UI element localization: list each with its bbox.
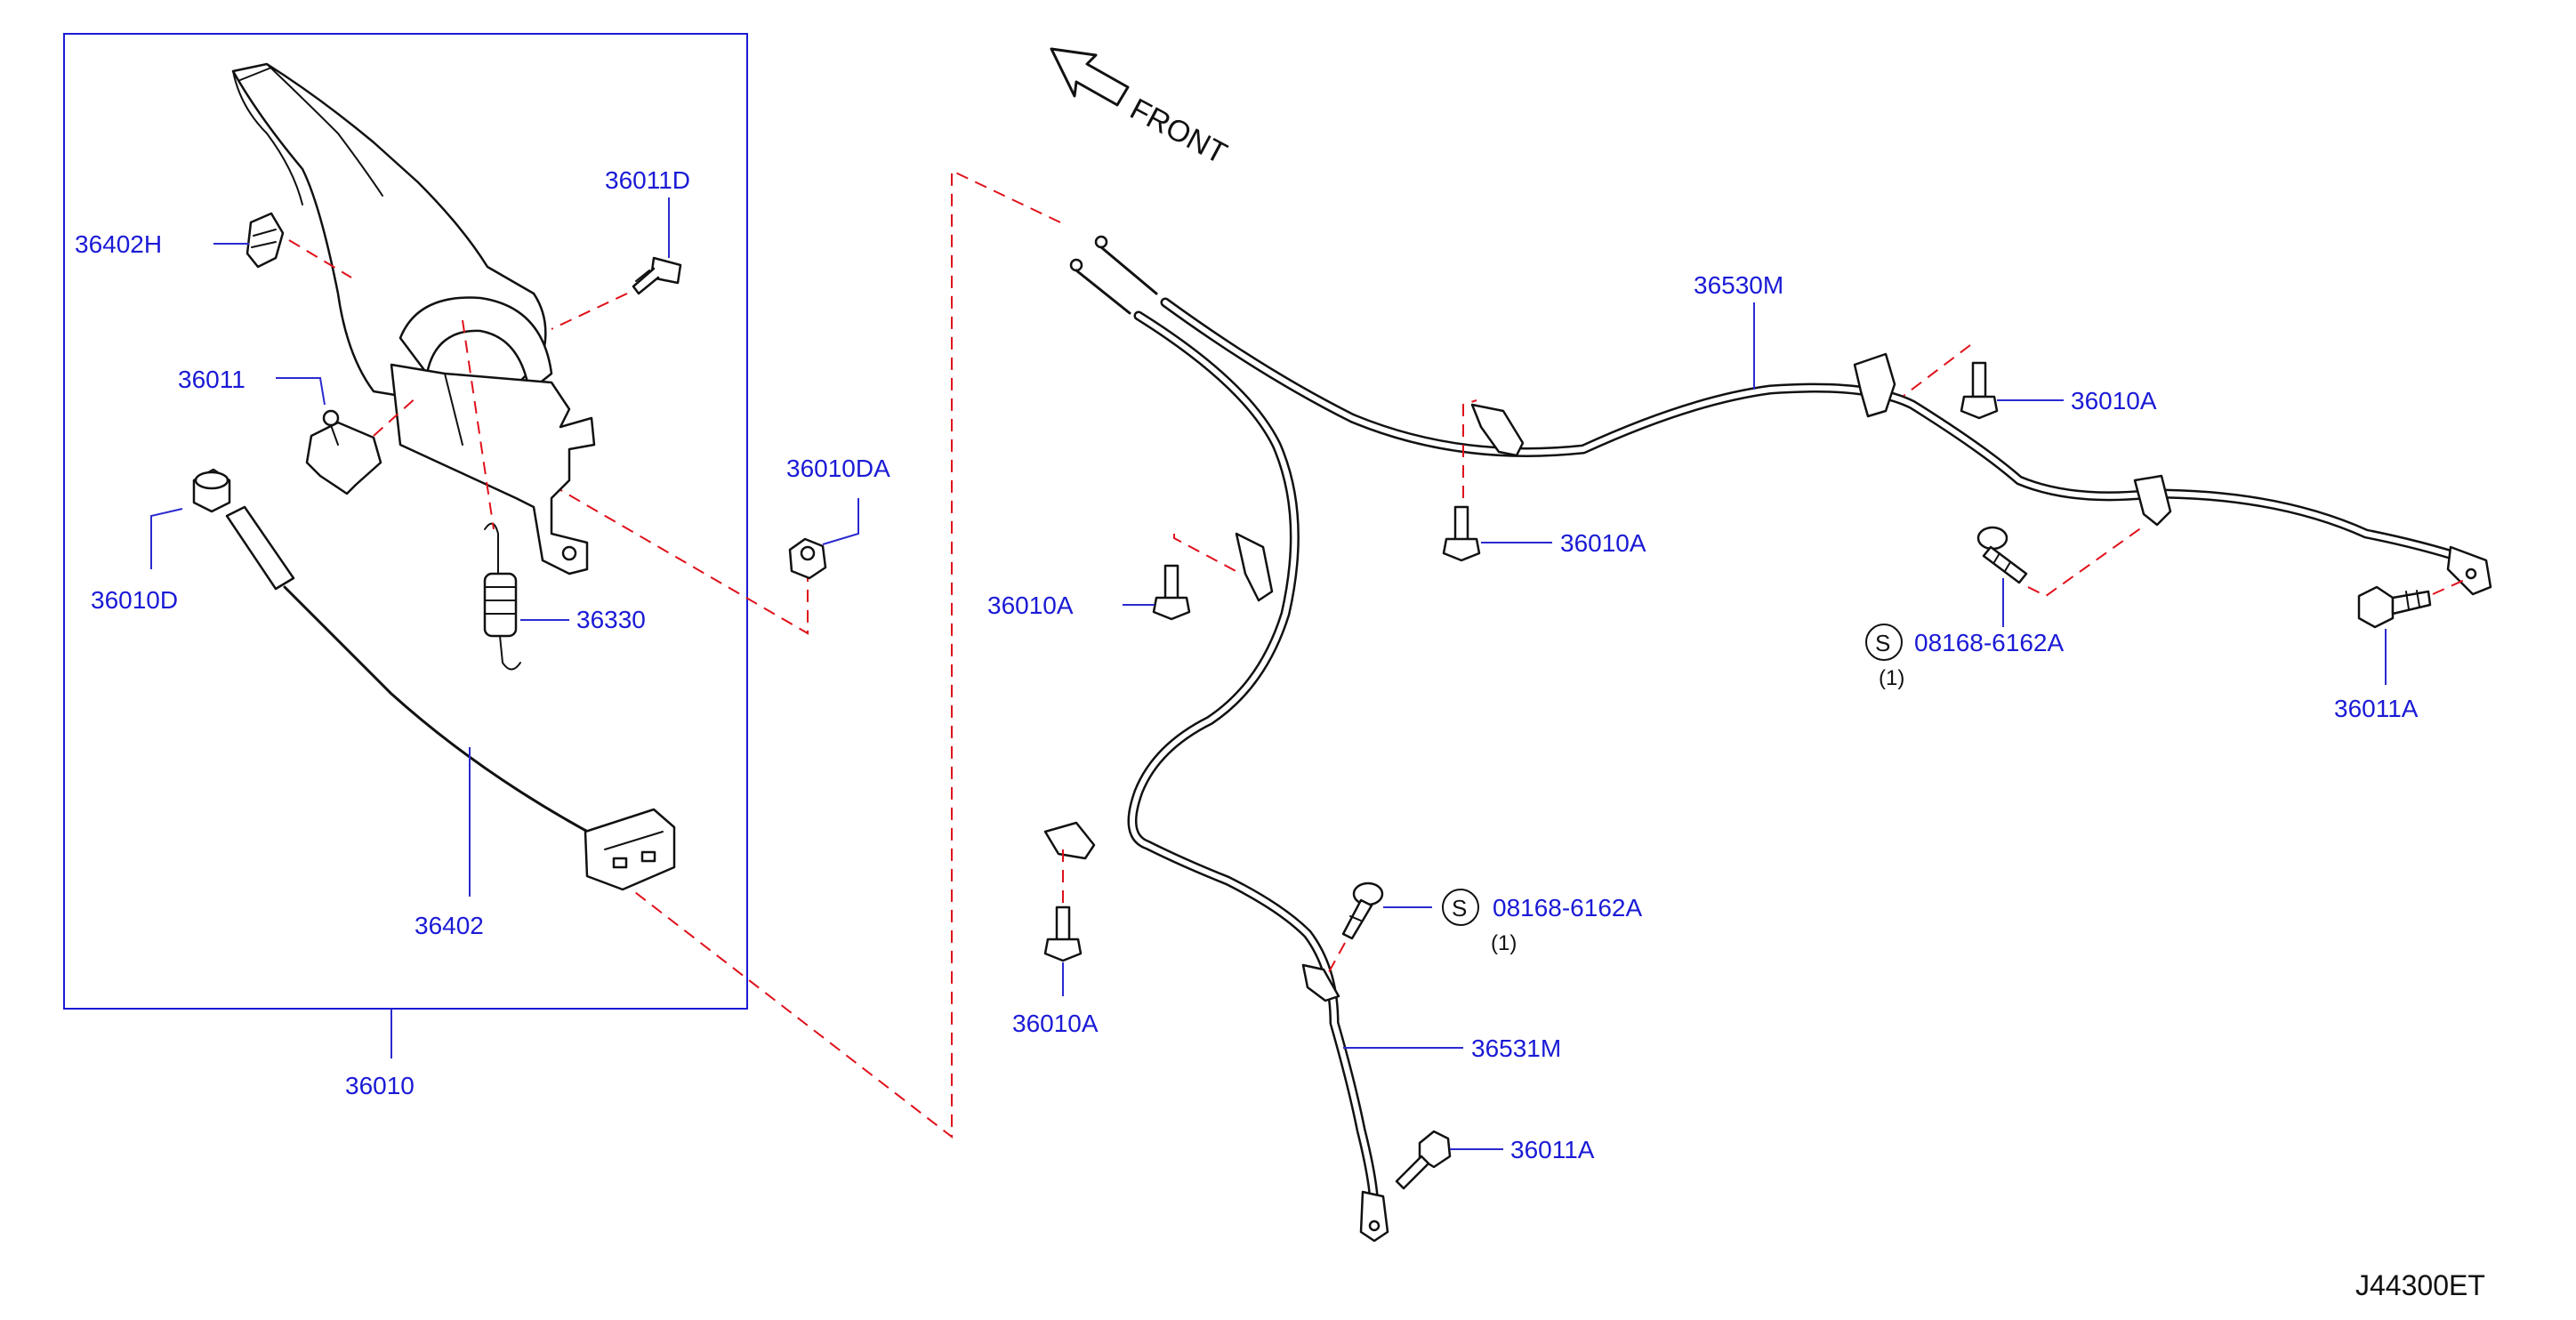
bolt-36010A-center [1442,505,1481,562]
cable-36530M [1160,297,2492,596]
part-label-36530M[interactable]: 36530M [1694,271,1783,299]
screw-08168-right [1976,526,2028,584]
part-label-36010DA[interactable]: 36010DA [786,455,890,482]
part-label-36011A-2[interactable]: 36011A [1510,1136,1595,1163]
front-arrow-icon [1050,47,1130,107]
switch-36402H [246,212,285,269]
part-label-36011D[interactable]: 36011D [605,166,690,194]
assembly-group-frame [63,33,748,1010]
symbol-s-1: S [1875,630,1890,656]
front-label: FRONT [1124,93,1232,172]
part-label-36010A-3[interactable]: 36010A [987,592,1074,619]
nut-36010DA [788,537,827,580]
bolt-36011A-right [2357,585,2432,629]
part-label-36330[interactable]: 36330 [576,606,646,633]
cable-bracket-1 [1470,403,1525,457]
part-label-36010A-2[interactable]: 36010A [1560,529,1646,557]
cable-bracket-6 [1301,963,1340,1002]
part-label-36010D[interactable]: 36010D [91,586,178,614]
cable-bracket-2 [1853,352,1896,418]
part-label-36011A-1[interactable]: 36011A [2334,695,2419,722]
bolt-36011A-lower [1395,1130,1452,1190]
bolt-36010A-lower [1043,905,1083,962]
part-label-36011[interactable]: 36011 [178,366,246,393]
clip-36011 [305,409,382,495]
part-label-36402H[interactable]: 36402H [75,230,162,258]
symbol-s-2: S [1452,895,1467,922]
spring-36330 [483,522,521,671]
part-label-36010A-4[interactable]: 36010A [1012,1010,1099,1037]
bolt-36010A-right [1960,361,1999,420]
part-label-08168-6162A-1[interactable]: 08168-6162A [1914,629,2064,656]
drawing-code: J44300ET [2355,1269,2485,1301]
cable-bracket-4 [1235,532,1274,602]
part-label-36531M[interactable]: 36531M [1471,1034,1561,1062]
part-label-36402[interactable]: 36402 [415,912,484,939]
nut-36010D [192,468,231,513]
assembly-dashed-outline [631,169,1061,1139]
part-label-36010[interactable]: 36010 [345,1072,415,1099]
part-label-08168-6162A-2[interactable]: 08168-6162A [1493,894,1642,922]
cable-bracket-5 [1043,821,1096,860]
quantity-1: (1) [1879,666,1904,690]
screw-08168-lower [1341,881,1384,940]
quantity-2: (1) [1491,931,1517,955]
cable-bracket-3 [2133,474,2172,527]
bolt-36010A-left [1152,564,1191,621]
bolt-36011D [632,256,682,295]
cable-36531M [1127,310,1389,1243]
part-label-36010A-1[interactable]: 36010A [2071,387,2157,415]
rod-36402 [225,505,676,891]
parking-brake-lever [231,62,596,575]
